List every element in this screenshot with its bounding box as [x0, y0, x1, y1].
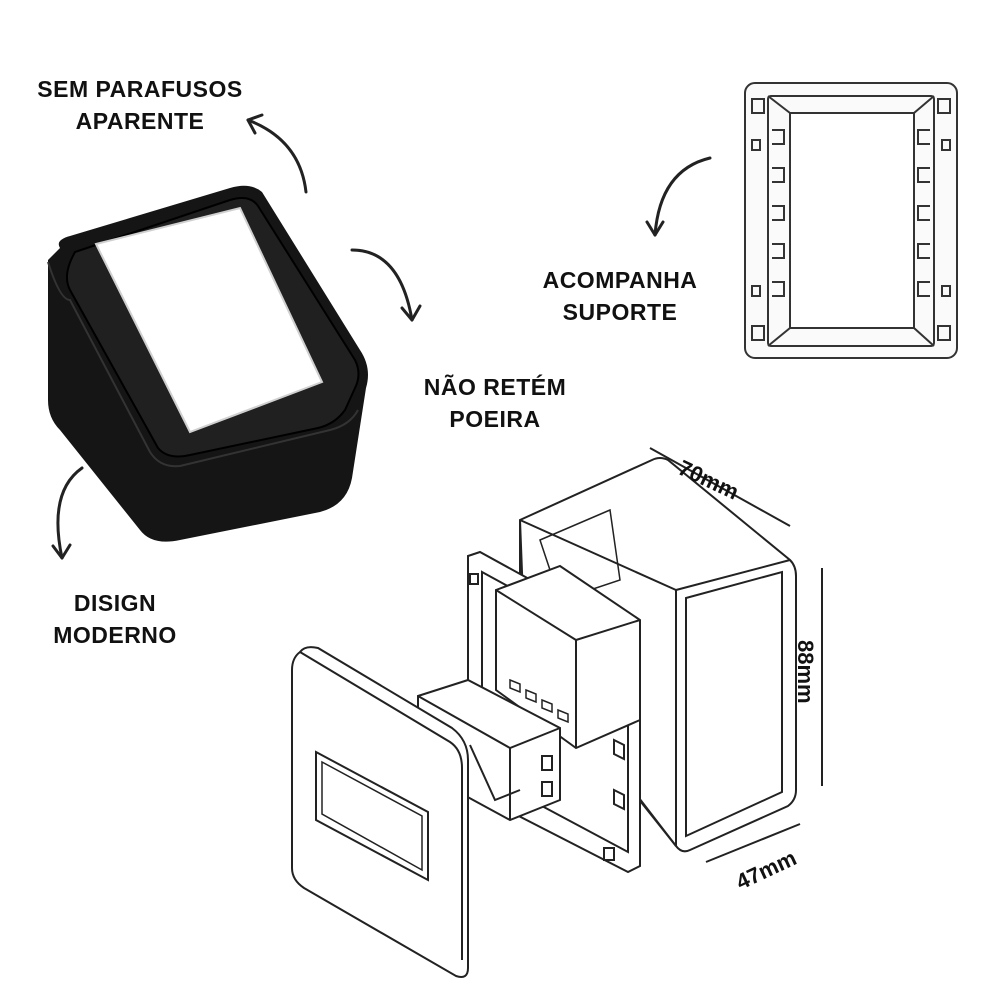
exploded-assembly — [291, 457, 797, 978]
box-face — [94, 206, 324, 434]
support-label: ACOMPANHA SUPORTE — [520, 264, 720, 328]
support-line-2: SUPORTE — [562, 299, 678, 325]
arrow-to-design — [56, 466, 84, 560]
arrows — [51, 113, 712, 560]
arrow-to-dust — [350, 248, 414, 322]
dimension-lines — [649, 447, 823, 863]
no-screws-line-2: APARENTE — [75, 108, 205, 134]
arrow-to-screws — [246, 118, 308, 194]
no-dust-line-1: NÃO RETÉM — [423, 374, 567, 400]
no-dust-line-2: POEIRA — [449, 406, 541, 432]
design-label: DISIGN MODERNO — [30, 587, 200, 651]
back-box — [518, 457, 797, 853]
design-line-2: MODERNO — [53, 622, 177, 648]
black-outlet-box — [47, 185, 368, 542]
front-plate-window — [315, 750, 429, 882]
no-screws-label: SEM PARAFUSOS APARENTE — [25, 73, 255, 137]
design-line-1: DISIGN — [73, 590, 157, 616]
height-dimension: 88mm — [793, 640, 818, 704]
support-frame — [744, 82, 958, 359]
no-screws-line-1: SEM PARAFUSOS — [37, 76, 243, 102]
arrow-to-support — [653, 156, 712, 237]
front-cover-plate — [291, 646, 469, 978]
no-dust-label: NÃO RETÉM POEIRA — [405, 371, 585, 435]
support-line-1: ACOMPANHA — [542, 267, 698, 293]
